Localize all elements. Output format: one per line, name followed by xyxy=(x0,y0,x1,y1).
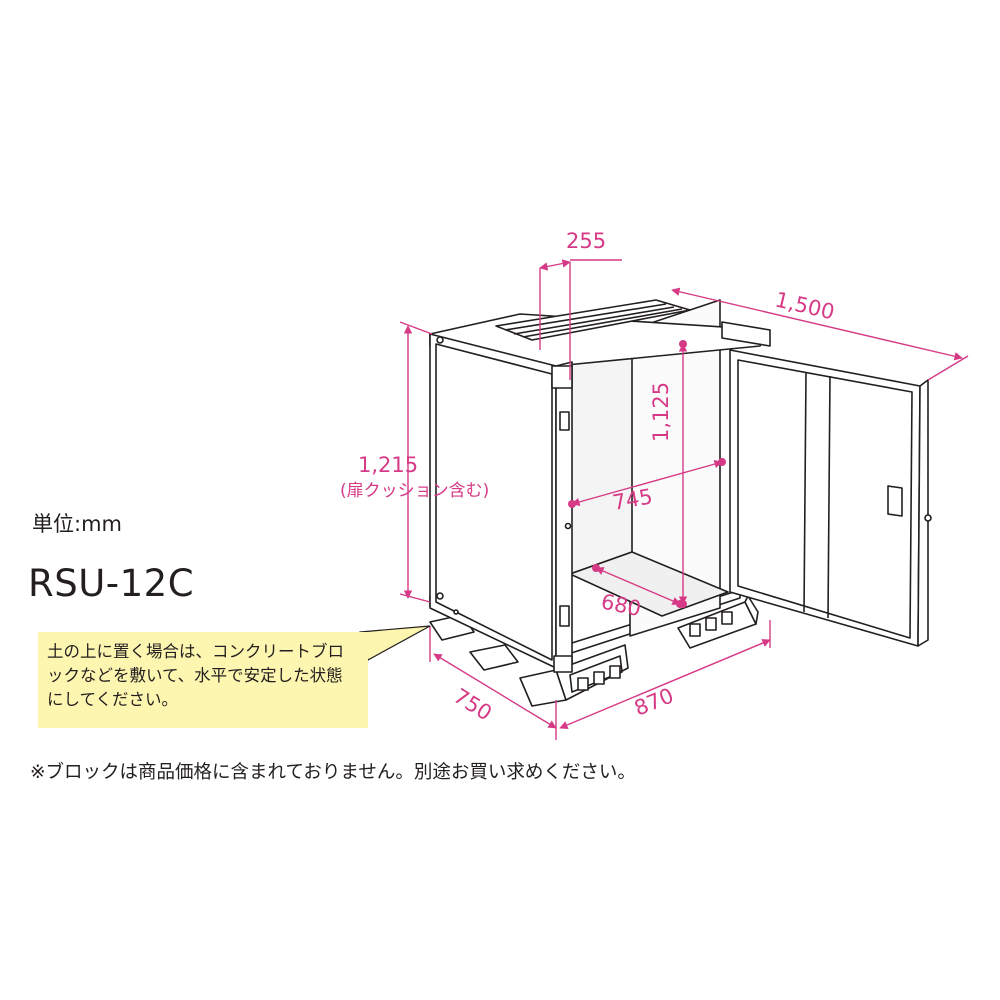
footnote: ※ブロックは商品価格に含まれておりません。別途お買い求めください。 xyxy=(30,762,636,783)
dimension-width: 870 xyxy=(631,683,677,720)
dimension-height: 1,215 xyxy=(358,453,418,477)
installation-note: 土の上に置く場合は、コンクリートブロックなどを敷いて、水平で安定した状態にしてく… xyxy=(38,632,368,728)
inner-back-panel xyxy=(569,337,633,575)
dimension-lines xyxy=(399,259,969,740)
storage-unit-illustration xyxy=(429,299,932,707)
dimension-height-note: (扉クッション含む) xyxy=(340,481,489,501)
dimension-depth: 750 xyxy=(449,684,496,726)
note-callout-pointer xyxy=(359,625,431,661)
dimension-dots xyxy=(568,340,726,608)
dimension-top-rail-width: 255 xyxy=(566,229,606,253)
dimension-total-width: 1,500 xyxy=(773,287,837,324)
model-name: RSU-12C xyxy=(28,562,195,605)
dimension-inner-height: 1,125 xyxy=(649,382,673,442)
unit-label: 単位:mm xyxy=(32,512,122,536)
open-door xyxy=(729,349,932,647)
